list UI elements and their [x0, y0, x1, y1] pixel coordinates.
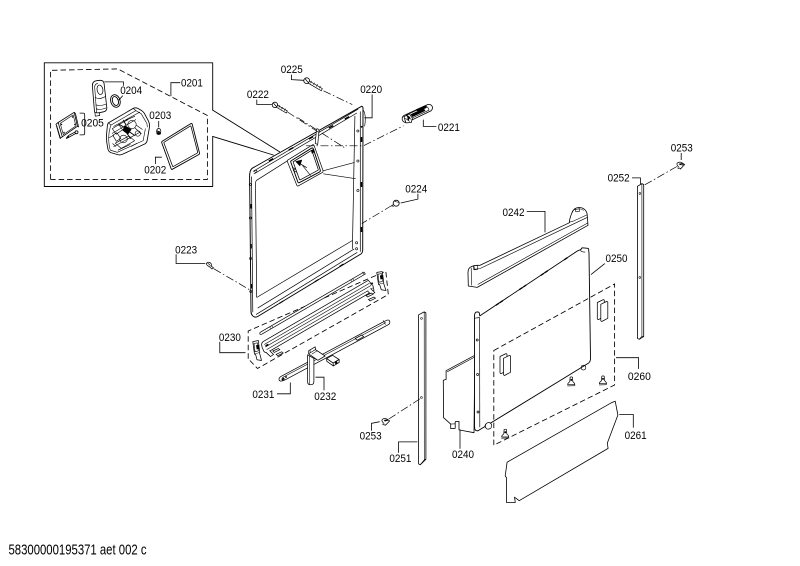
svg-text:0232: 0232: [314, 391, 336, 403]
svg-text:0253: 0253: [671, 142, 693, 154]
svg-text:0261: 0261: [625, 430, 647, 442]
svg-text:0204: 0204: [120, 85, 142, 97]
svg-text:0230: 0230: [219, 332, 241, 344]
svg-text:0252: 0252: [608, 172, 630, 184]
svg-text:0224: 0224: [405, 184, 427, 196]
svg-text:0260: 0260: [628, 371, 651, 383]
svg-text:0203: 0203: [149, 110, 171, 122]
svg-text:0223: 0223: [175, 244, 197, 256]
svg-text:58300000195371 aet 002 c: 58300000195371 aet 002 c: [9, 542, 147, 559]
svg-text:0251: 0251: [389, 453, 411, 465]
svg-text:0221: 0221: [438, 122, 460, 134]
svg-text:0225: 0225: [281, 64, 303, 76]
svg-text:0202: 0202: [144, 165, 166, 177]
svg-text:0231: 0231: [252, 389, 274, 401]
svg-text:0250: 0250: [606, 253, 628, 265]
svg-text:0253: 0253: [360, 431, 382, 443]
svg-text:0201: 0201: [181, 78, 203, 90]
svg-text:0242: 0242: [503, 207, 525, 219]
svg-text:0240: 0240: [452, 449, 474, 461]
svg-text:0220: 0220: [360, 84, 382, 96]
svg-text:0222: 0222: [247, 89, 269, 101]
svg-text:0205: 0205: [81, 117, 104, 129]
